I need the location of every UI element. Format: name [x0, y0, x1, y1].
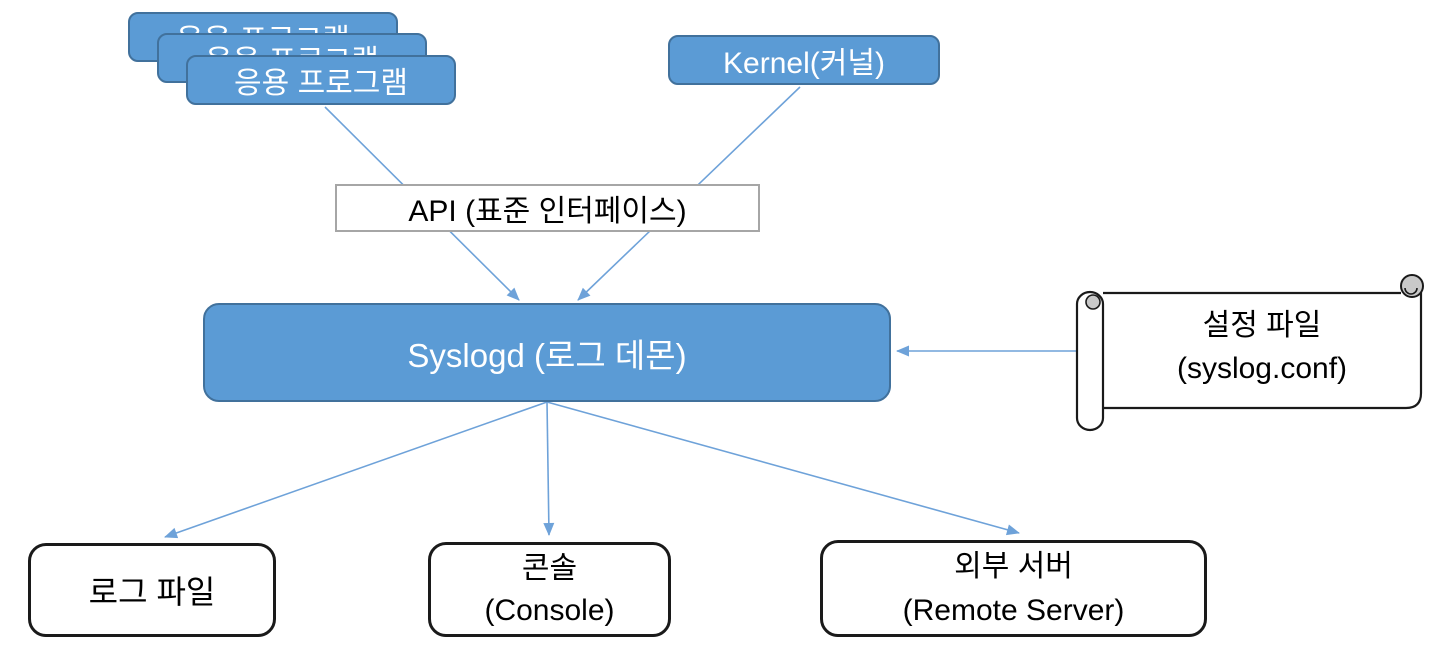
- app-program-label: 응용 프로그램: [234, 67, 408, 100]
- console-label-line1: 콘솔: [521, 551, 578, 585]
- config-file-label-line2: (syslog.conf): [1176, 352, 1348, 385]
- config-file-label-line1: 설정 파일: [1202, 309, 1322, 342]
- arrow-syslogd-to-logfile: [164, 401, 548, 539]
- scroll-left-roll: [1075, 290, 1105, 432]
- scroll-top-curl-icon: [1400, 274, 1424, 298]
- remote-server-box: 외부 서버 (Remote Server): [820, 540, 1207, 637]
- log-file-label: 로그 파일: [88, 574, 216, 610]
- remote-server-label-line1: 외부 서버: [954, 549, 1073, 583]
- arrow-syslogd-to-remote: [546, 401, 1020, 536]
- api-label: API (표준 인터페이스): [408, 195, 687, 228]
- syslogd-box: Syslogd (로그 데몬): [203, 303, 891, 402]
- api-box: API (표준 인터페이스): [335, 184, 760, 232]
- config-file-box: 설정 파일 (syslog.conf): [1113, 304, 1411, 390]
- console-label-line2: (Console): [484, 593, 615, 627]
- remote-server-label-line2: (Remote Server): [902, 593, 1125, 627]
- console-box: 콘솔 (Console): [428, 542, 671, 637]
- syslogd-label: Syslogd (로그 데몬): [407, 336, 687, 374]
- kernel-box: Kernel(커널): [668, 35, 940, 85]
- kernel-label: Kernel(커널): [723, 47, 885, 80]
- log-file-box: 로그 파일: [28, 543, 276, 637]
- arrow-syslogd-to-console: [543, 401, 555, 536]
- app-program-box-front: 응용 프로그램: [186, 55, 456, 105]
